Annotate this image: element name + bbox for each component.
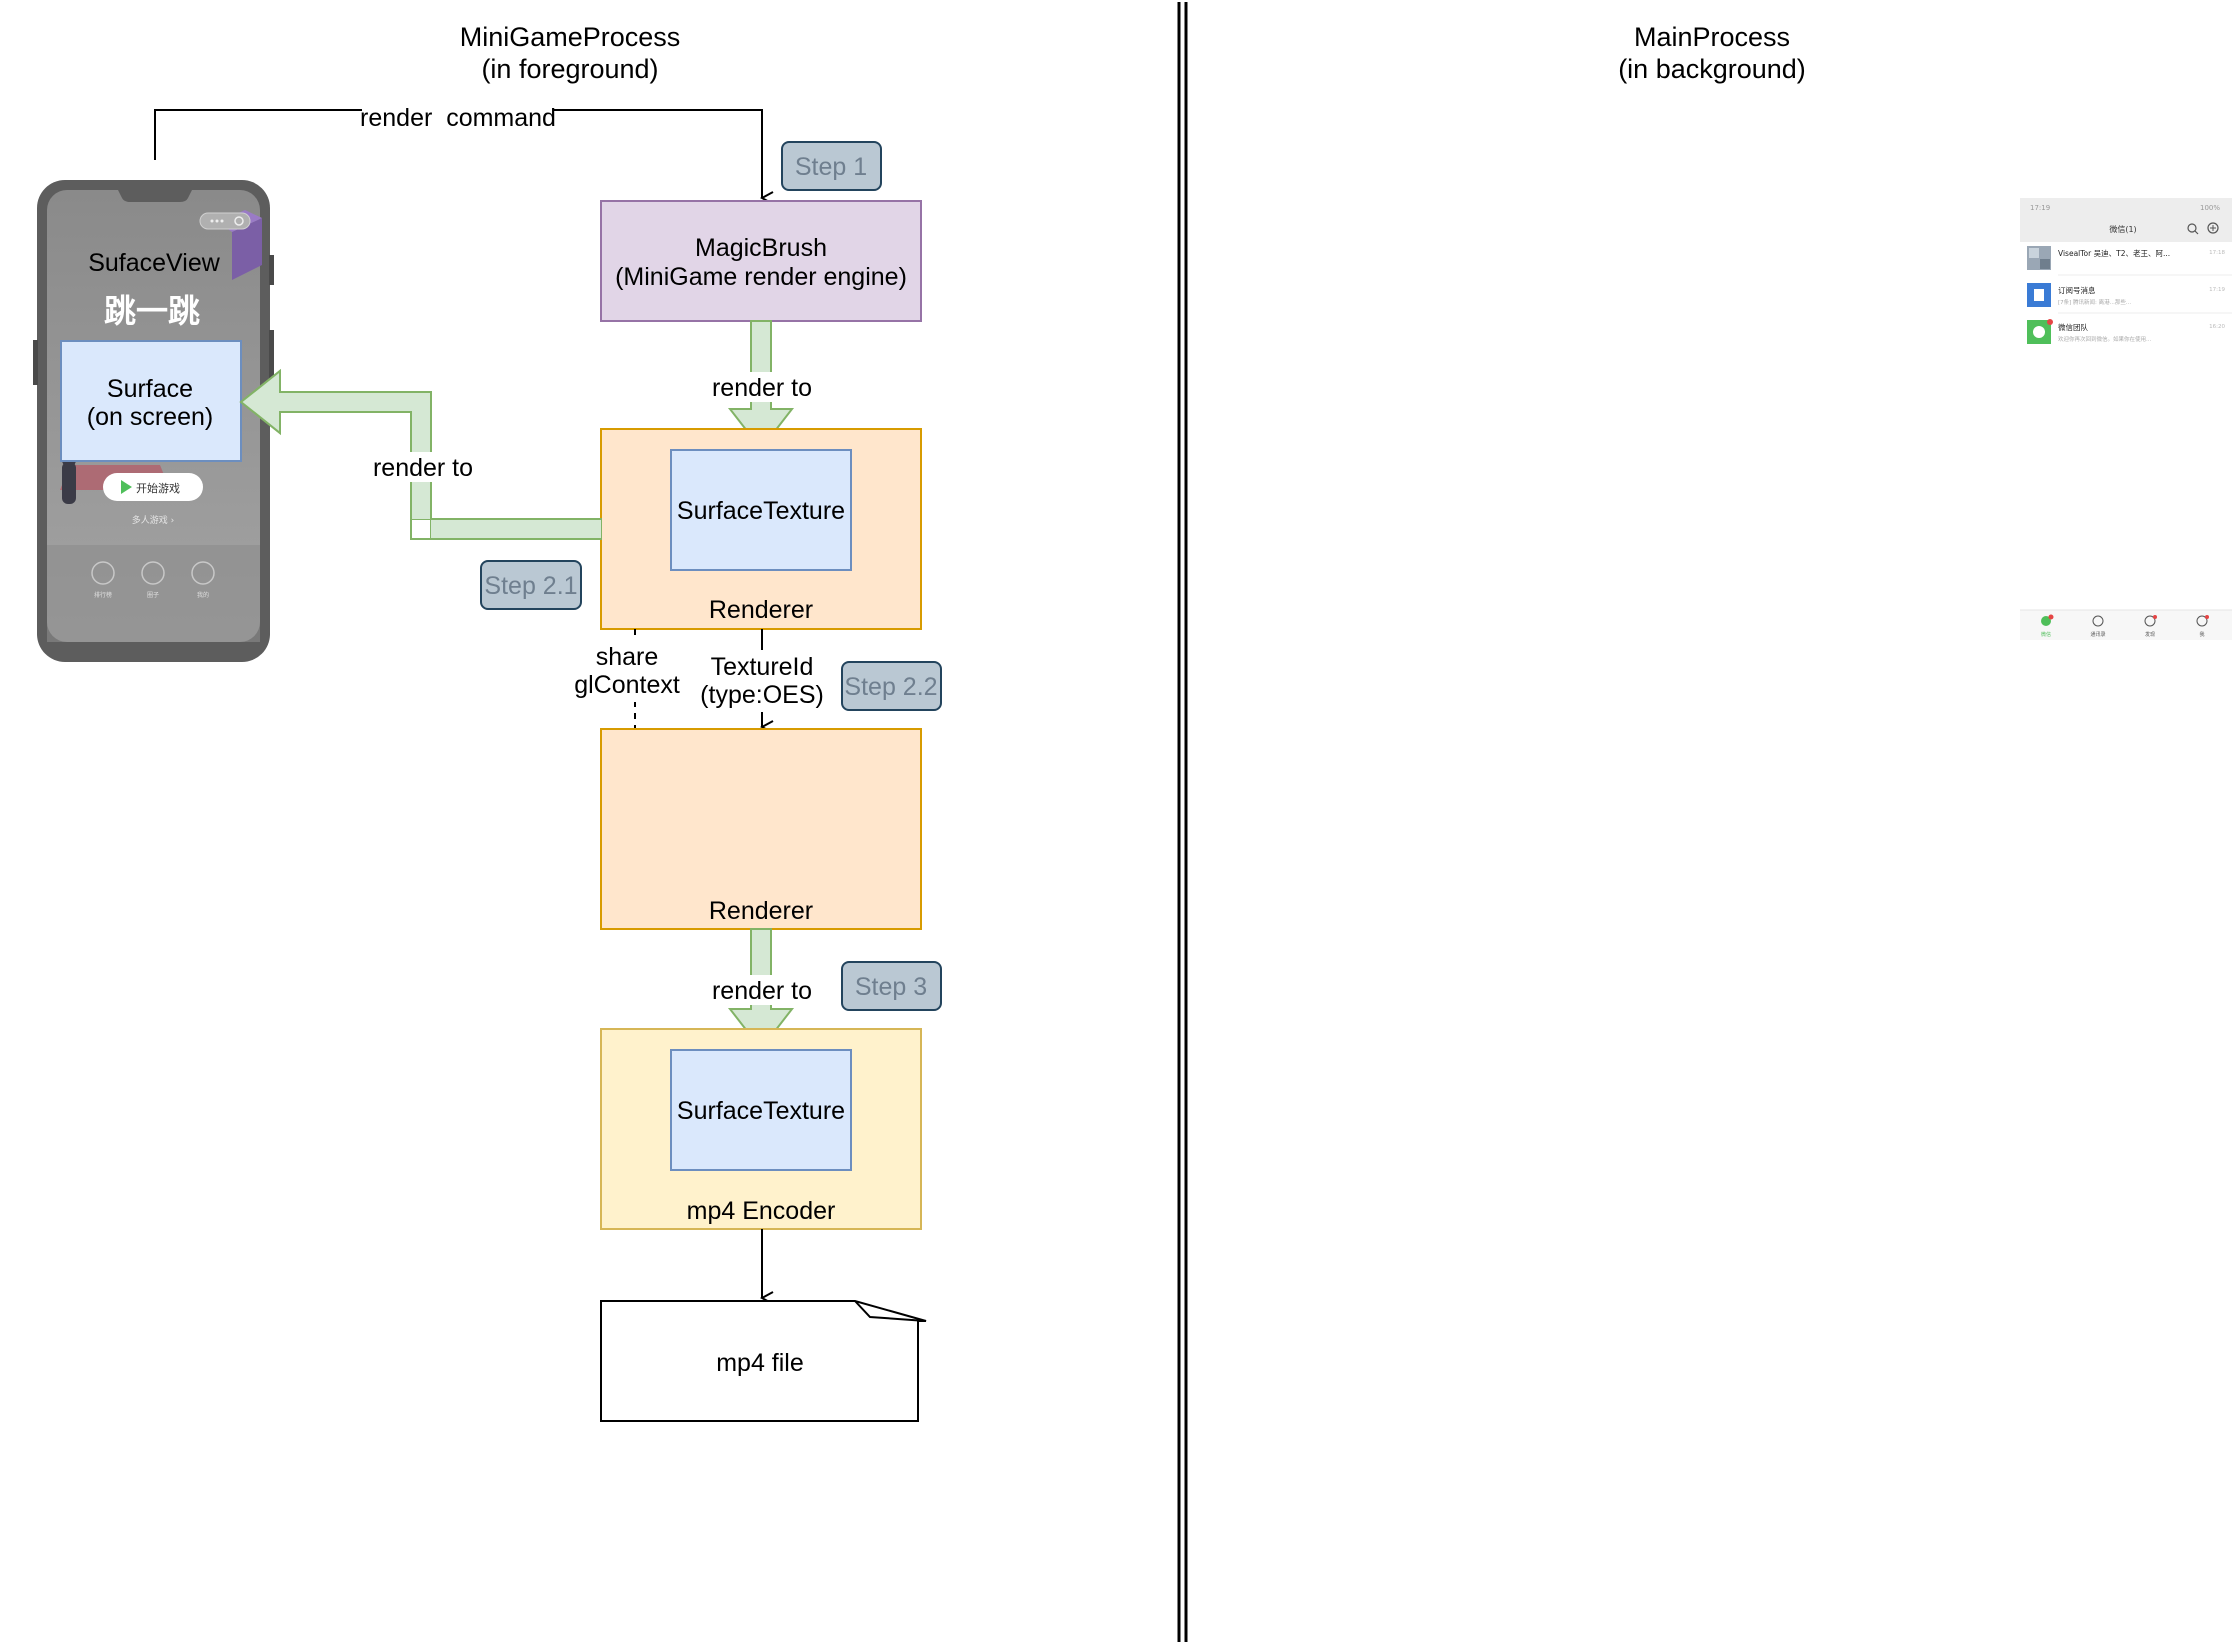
wechat-chat-name: 订阅号消息 xyxy=(2058,285,2096,295)
step-3-label: Step 3 xyxy=(855,973,927,1001)
wechat-chat-preview: [7条] 腾讯新闻: 离港...那些... xyxy=(2058,298,2131,306)
wechat-tab-label: 微信 xyxy=(2041,631,2051,638)
share-label: share xyxy=(596,643,659,671)
step-3-badge xyxy=(841,961,942,1011)
lane-title-minigame: MiniGameProcess xyxy=(460,22,681,52)
lane-title-main: MainProcess xyxy=(1634,22,1790,52)
wechat-add-icon[interactable] xyxy=(2207,222,2219,234)
phone-nav-mine[interactable]: 我的 xyxy=(197,591,209,599)
surfacetexture-2-label: SurfaceTexture xyxy=(677,1097,845,1125)
textureid-label: TextureId xyxy=(711,653,814,681)
magicbrush-box xyxy=(600,200,922,322)
render-to-label-1: render to xyxy=(712,374,812,402)
lane-subtitle-minigame: (in foreground) xyxy=(481,54,658,84)
texture-type-label: (type:OES) xyxy=(700,681,824,709)
step-2-1-badge xyxy=(480,560,582,610)
wechat-tab-chats[interactable]: 微信 xyxy=(2041,614,2054,639)
wechat-status-battery: 100% xyxy=(2200,204,2220,212)
wechat-tab-contacts[interactable]: 通讯录 xyxy=(2090,615,2106,638)
magicbrush-sublabel: (MiniGame render engine) xyxy=(615,263,907,291)
chat-bubble-icon xyxy=(2041,616,2051,626)
wechat-chat-time: 16:20 xyxy=(2209,324,2225,330)
contacts-icon xyxy=(2092,615,2104,627)
encoder-label: mp4 Encoder xyxy=(687,1197,836,1225)
wechat-search-icon[interactable] xyxy=(2187,223,2197,233)
wechat-chat-row[interactable]: 订阅号消息 [7条] 腾讯新闻: 离港...那些... 17:19 xyxy=(2027,283,2232,314)
glcontext-label: glContext xyxy=(574,671,680,699)
lane-subtitle-main: (in background) xyxy=(1618,54,1806,84)
lane-divider xyxy=(1177,2,1188,1642)
wechat-tab-label: 我 xyxy=(2199,631,2204,638)
step-1-label: Step 1 xyxy=(795,153,867,181)
wechat-tab-discover[interactable]: 发现 xyxy=(2144,615,2157,638)
renderer-2-box xyxy=(600,728,922,930)
wechat-screenshot: 17:19 100% 微信(1) VisealTor 吴迪、T2、老王、阿...… xyxy=(2020,198,2232,640)
wechat-status-time: 17:19 xyxy=(2030,204,2050,212)
render-to-label-left: render to xyxy=(373,454,473,482)
compass-icon xyxy=(2144,615,2156,627)
wechat-chat-time: 17:18 xyxy=(2209,250,2225,256)
step-2-1-label: Step 2.1 xyxy=(484,572,577,600)
renderer-2-label: Renderer xyxy=(709,897,813,925)
start-game-button[interactable]: 开始游戏 xyxy=(103,473,203,501)
surfacetexture-1-label: SurfaceTexture xyxy=(677,497,845,525)
phone-nav-rank[interactable]: 排行榜 xyxy=(94,591,112,599)
wechat-chat-name: VisealTor 吴迪、T2、老王、阿... xyxy=(2058,248,2170,258)
surface-sublabel: (on screen) xyxy=(87,403,213,431)
game-title: 跳一跳 xyxy=(104,292,200,330)
start-game-label: 开始游戏 xyxy=(136,481,180,495)
wechat-tab-me[interactable]: 我 xyxy=(2196,615,2209,638)
person-icon xyxy=(2196,615,2208,627)
step-1-badge xyxy=(781,141,882,191)
step-2-2-label: Step 2.2 xyxy=(844,673,937,701)
surfacetexture-1-box xyxy=(670,449,852,571)
wechat-chat-row[interactable]: VisealTor 吴迪、T2、老王、阿... 17:18 xyxy=(2027,246,2232,276)
wechat-chat-time: 17:19 xyxy=(2209,287,2225,293)
surfacetexture-2-box xyxy=(670,1049,852,1171)
render-command-label: render command xyxy=(360,104,556,132)
wechat-chat-preview: 欢迎你再次回到微信。如果你在使用... xyxy=(2058,335,2151,343)
wechat-chat-name: 微信团队 xyxy=(2058,322,2088,332)
multiplayer-link[interactable]: 多人游戏 › xyxy=(132,514,174,526)
wechat-tab-label: 通讯录 xyxy=(2090,631,2105,638)
surface-box xyxy=(60,340,242,462)
surface-label: Surface xyxy=(107,375,193,403)
renderer-1-label: Renderer xyxy=(709,596,813,624)
wechat-chat-row[interactable]: 微信团队 欢迎你再次回到微信。如果你在使用... 16:20 xyxy=(2027,319,2225,344)
wechat-tab-label: 发现 xyxy=(2145,631,2155,638)
phone-view-label: SufaceView xyxy=(88,249,221,277)
magicbrush-label: MagicBrush xyxy=(695,234,827,262)
mp4-file-label: mp4 file xyxy=(716,1349,804,1377)
phone-nav-circle[interactable]: 圈子 xyxy=(147,592,159,599)
render-to-label-3: render to xyxy=(712,977,812,1005)
wechat-header-title: 微信(1) xyxy=(2109,224,2136,234)
step-2-2-badge xyxy=(841,661,942,711)
